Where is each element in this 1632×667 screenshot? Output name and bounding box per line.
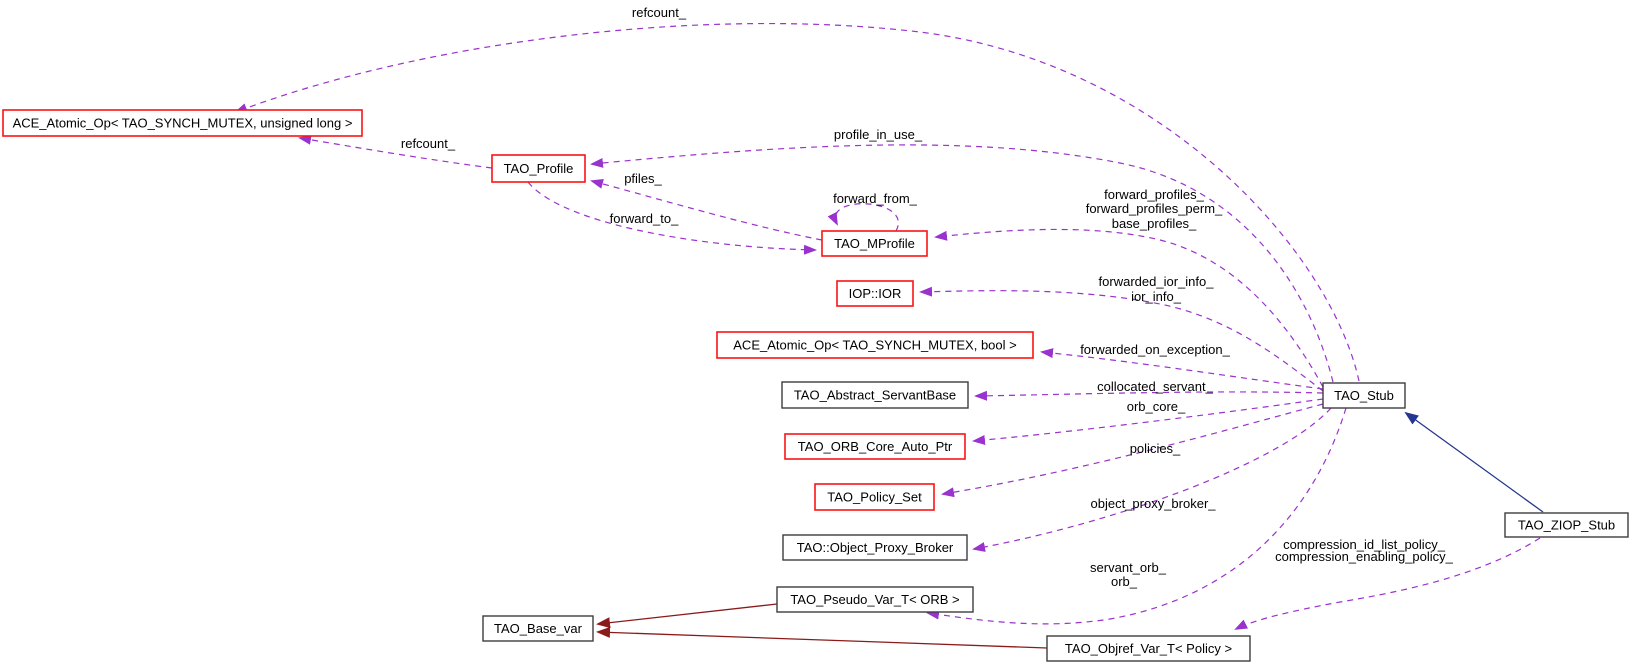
node-tao-profile[interactable]: TAO_Profile (491, 154, 586, 183)
node-box[interactable] (784, 433, 966, 460)
node-box[interactable] (482, 615, 594, 642)
node-box[interactable] (2, 109, 363, 137)
edge-forwarded-on-exception (1040, 348, 1324, 390)
node-box[interactable] (836, 280, 914, 307)
node-tao-stub[interactable]: TAO_Stub (1322, 382, 1406, 409)
node-label: TAO_Stub (1334, 388, 1394, 403)
node-label: TAO_Abstract_ServantBase (794, 388, 956, 403)
node-label: TAO_Pseudo_Var_T< ORB > (790, 592, 959, 607)
node-tao-ziop-stub[interactable]: TAO_ZIOP_Stub (1504, 512, 1629, 538)
node-box[interactable] (776, 586, 974, 613)
node-tao-object-proxy-broker[interactable]: TAO::Object_Proxy_Broker (782, 534, 968, 561)
edge-label-collocated-servant: collocated_servant_ (1097, 379, 1213, 394)
edge-forward-to (527, 181, 817, 255)
edge-label-forward-to: forward_to_ (610, 211, 679, 226)
node-tao-base-var[interactable]: TAO_Base_var (482, 615, 594, 642)
edge-label-forwarded-on-exception: forwarded_on_exception_ (1080, 342, 1230, 357)
node-box[interactable] (781, 381, 969, 409)
node-label: TAO::Object_Proxy_Broker (797, 540, 954, 555)
node-tao-policy-set[interactable]: TAO_Policy_Set (814, 483, 935, 511)
node-box[interactable] (814, 483, 935, 511)
node-box[interactable] (821, 230, 928, 257)
usage-edges (234, 22, 1541, 630)
edge-label-forward-profiles-2: forward_profiles_perm_ (1086, 201, 1223, 216)
edge-refcount-stub-to-aceulong (234, 22, 1360, 382)
edge-label-policies: policies_ (1130, 441, 1181, 456)
node-label: TAO_Policy_Set (827, 490, 922, 505)
node-tao-orb-core-auto-ptr[interactable]: TAO_ORB_Core_Auto_Ptr (784, 433, 966, 460)
edge-label-forward-from: forward_from_ (833, 191, 918, 206)
node-ace-atomic-op-bool[interactable]: ACE_Atomic_Op< TAO_SYNCH_MUTEX, bool > (716, 331, 1034, 359)
edge-label-refcount-top: refcount_ (632, 5, 687, 20)
edge-forwarded-ior-info (919, 286, 1324, 392)
node-label: TAO_MProfile (834, 236, 915, 251)
node-label: IOP::IOR (849, 286, 902, 301)
edge-label-orb-core: orb_core_ (1127, 399, 1186, 414)
edge-label-profile-in-use: profile_in_use_ (834, 127, 923, 142)
edge-label-forwarded-ior-2: ior_info_ (1131, 289, 1182, 304)
node-tao-mprofile[interactable]: TAO_MProfile (821, 230, 928, 257)
node-ace-atomic-op-ulong[interactable]: ACE_Atomic_Op< TAO_SYNCH_MUTEX, unsigned… (2, 109, 363, 137)
edge-label-forward-profiles-3: base_profiles_ (1112, 216, 1197, 231)
node-label: TAO_Profile (504, 161, 574, 176)
node-label: TAO_ZIOP_Stub (1518, 518, 1615, 533)
edge-servant-orb (926, 407, 1347, 625)
edge-label-compression-2: compression_enabling_policy_ (1275, 549, 1454, 564)
edge-forward-profiles (934, 228, 1324, 388)
node-label: ACE_Atomic_Op< TAO_SYNCH_MUTEX, bool > (733, 338, 1016, 353)
edge-compression-policies (1234, 537, 1541, 630)
node-tao-objref-var-t-policy[interactable]: TAO_Objref_Var_T< Policy > (1046, 635, 1251, 662)
node-box[interactable] (1322, 382, 1406, 409)
edge-label-compression-1: compression_id_list_policy_ (1283, 537, 1446, 552)
edge-labels: refcount_ refcount_ profile_in_use_ pfil… (401, 5, 1454, 589)
node-label: TAO_ORB_Core_Auto_Ptr (798, 439, 953, 454)
edge-pfiles (590, 179, 823, 241)
edge-label-refcount-profile: refcount_ (401, 136, 456, 151)
node-box[interactable] (491, 154, 586, 183)
edge-orb-core (972, 398, 1324, 445)
edge-policies (941, 403, 1324, 498)
edge-label-forwarded-ior-1: forwarded_ior_info_ (1099, 274, 1215, 289)
node-iop-ior[interactable]: IOP::IOR (836, 280, 914, 307)
node-box[interactable] (716, 331, 1034, 359)
edge-label-servant-orb-2: orb_ (1111, 574, 1138, 589)
edge-label-forward-profiles-1: forward_profiles_ (1104, 187, 1204, 202)
node-box[interactable] (782, 534, 968, 561)
edge-refcount-profile-to-aceulong (298, 134, 493, 169)
node-tao-pseudo-var-t-orb[interactable]: TAO_Pseudo_Var_T< ORB > (776, 586, 974, 613)
edge-ziop-inherits-stub (1404, 411, 1544, 513)
node-box[interactable] (1046, 635, 1251, 662)
node-tao-abstract-servantbase[interactable]: TAO_Abstract_ServantBase (781, 381, 969, 409)
edge-label-pfiles: pfiles_ (624, 171, 662, 186)
edge-pseudovar-inherits-basevar (596, 603, 778, 629)
graph-nodes: ACE_Atomic_Op< TAO_SYNCH_MUTEX, unsigned… (2, 109, 1629, 662)
inheritance-edges (596, 411, 1544, 649)
edge-forward-from-self-loop (827, 203, 899, 232)
edge-profile-in-use (590, 144, 1334, 383)
edge-objrefvar-inherits-basevar (596, 626, 1048, 649)
node-label: ACE_Atomic_Op< TAO_SYNCH_MUTEX, unsigned… (13, 116, 353, 131)
edge-label-object-proxy-broker: object_proxy_broker_ (1090, 496, 1216, 511)
edge-collocated-servant (974, 390, 1324, 401)
node-label: TAO_Base_var (494, 621, 583, 636)
node-box[interactable] (1504, 512, 1629, 538)
edge-label-servant-orb-1: servant_orb_ (1090, 560, 1167, 575)
node-label: TAO_Objref_Var_T< Policy > (1065, 641, 1232, 656)
edge-object-proxy-broker (972, 407, 1332, 552)
